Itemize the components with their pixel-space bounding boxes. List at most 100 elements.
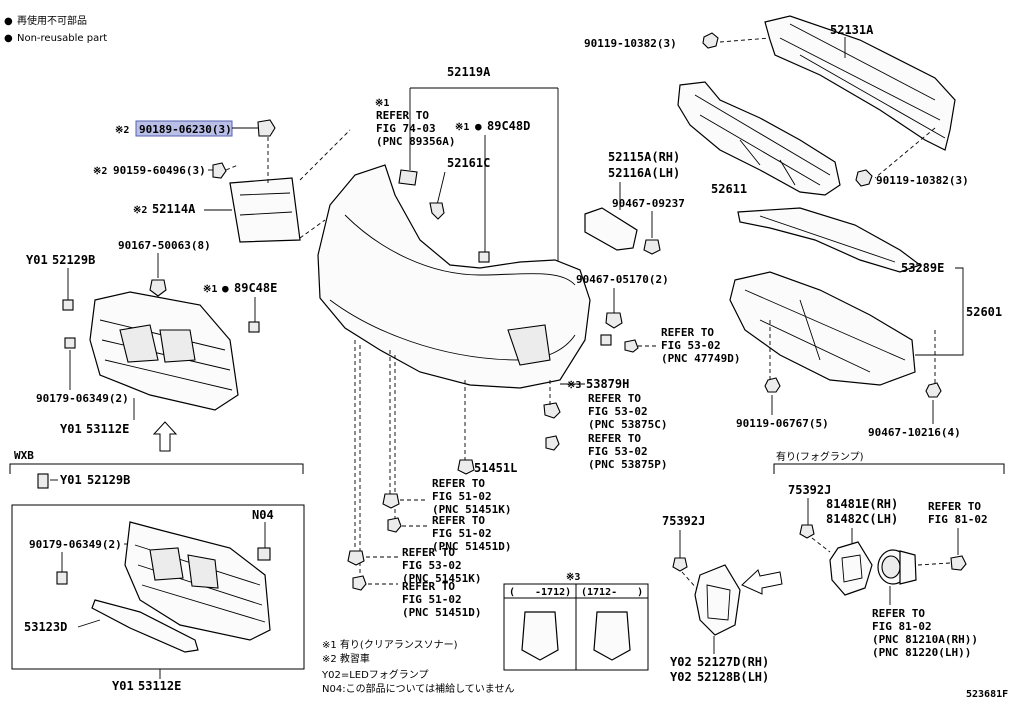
ref-53-02-a-line2[interactable]: FIG 53-02 [661,339,721,352]
part-label-52131A[interactable]: 52131A [830,23,874,37]
part-label-90119-10382-right[interactable]: 90119-10382(3) [876,174,969,187]
part-label-90119-06767[interactable]: 90119-06767(5) [736,417,829,430]
ref-51-02-b-line2[interactable]: FIG 51-02 [432,527,492,540]
wxb-bracket [9,463,304,474]
part-label-53112E-a[interactable]: 53112E [86,422,129,436]
part-label-52601[interactable]: 52601 [966,305,1002,319]
part-label-75392J-a[interactable]: 75392J [662,514,705,528]
ref-81-02-b-line4[interactable]: (PNC 81220(LH)) [872,646,971,659]
clip-icon [605,312,623,329]
ref-81-02-a-line1[interactable]: REFER TO [928,500,981,513]
clip-icon [600,334,612,346]
part-label-51451L[interactable]: 51451L [474,461,517,475]
emblem-icon [37,473,49,489]
part-label-52611[interactable]: 52611 [711,182,747,196]
ref-53-02-a-line3[interactable]: (PNC 47749D) [661,352,740,365]
fog-bezel-drawing [694,564,741,636]
part-label-90467-05170[interactable]: 90467-05170(2) [576,273,669,286]
part-label-53123D[interactable]: 53123D [24,620,67,634]
part-label-N04[interactable]: N04 [252,508,274,522]
ref-53-02-d-line1[interactable]: REFER TO [402,546,455,559]
part-label-52129B[interactable]: 52129B [52,253,95,267]
part-label-89C48D[interactable]: 89C48D [487,119,530,133]
ref-51-02-b-line3[interactable]: (PNC 51451D) [432,540,511,553]
bolt-icon [352,575,367,591]
bracket-52115A-drawing [584,207,638,251]
part-label-81481E[interactable]: 81481E(RH) [826,497,898,511]
part-label-52129B-wxb[interactable]: 52129B [87,473,130,487]
clip-icon [149,279,167,297]
license-bracket-52114A-drawing [229,177,301,243]
part-label-52115A[interactable]: 52115A(RH) [608,150,680,164]
part-label-90179-06349-a[interactable]: 90179-06349(2) [36,392,129,405]
nut-icon [212,162,227,179]
part-label-52119A[interactable]: 52119A [447,65,491,79]
clip-icon [643,239,661,255]
fog-section-label: 有り(フォグランプ) [776,450,864,463]
ref-53-02-c-line3[interactable]: (PNC 53875P) [588,458,667,471]
screw-icon [799,524,815,539]
part-label-90467-09237[interactable]: 90467-09237 [612,197,685,210]
part-label-90467-10216[interactable]: 90467-10216(4) [868,426,961,439]
part-label-53289E[interactable]: 53289E [901,261,944,275]
ref-74-03-line2[interactable]: FIG 74-03 [376,122,436,135]
part-label-89C48E[interactable]: 89C48E [234,281,277,295]
legend-japanese: 再使用不可部品 [17,14,87,27]
part-label-75392J-b[interactable]: 75392J [788,483,831,497]
undercover-52601-drawing [729,271,936,386]
part-label-52127D[interactable]: 52127D(RH) [697,655,769,669]
ref-51-02-a-line1[interactable]: REFER TO [432,477,485,490]
mark-ref-1: ※1 [375,98,389,109]
inset-left-range: ( -1712) [509,587,571,598]
ref-53-02-a-line1[interactable]: REFER TO [661,326,714,339]
ref-81-02-b-line3[interactable]: (PNC 81210A(RH)) [872,633,978,646]
ref-81-02-b-line1[interactable]: REFER TO [872,607,925,620]
ref-51-02-c-line1[interactable]: REFER TO [402,580,455,593]
part-label-90159-60496[interactable]: 90159-60496(3) [113,164,206,177]
part-label-52116A[interactable]: 52116A(LH) [608,166,680,180]
part-label-52161C[interactable]: 52161C [447,156,490,170]
footnote-3: Y02=LEDフォグランプ [321,668,429,681]
bolt-icon [764,377,781,393]
clip-icon [429,202,445,220]
ref-53-02-c-line1[interactable]: REFER TO [588,432,641,445]
arrow-left-icon [741,569,783,595]
ref-51-02-b-line1[interactable]: REFER TO [432,514,485,527]
ref-51-02-a-line2[interactable]: FIG 51-02 [432,490,492,503]
part-label-90179-06349-b[interactable]: 90179-06349(2) [29,538,122,551]
ref-53-02-b-line3[interactable]: (PNC 53875C) [588,418,667,431]
ref-53-02-d-line2[interactable]: FIG 53-02 [402,559,462,572]
ref-53-02-d-line3[interactable]: (PNC 51451K) [402,572,481,585]
legend-bullet-2: ● [4,33,13,44]
ref-53-02-b-line1[interactable]: REFER TO [588,392,641,405]
prefix-Y02-52127D: Y02 [670,655,692,669]
ref-51-02-c-line3[interactable]: (PNC 51451D) [402,606,481,619]
ref-81-02-a-line2[interactable]: FIG 81-02 [928,513,988,526]
prefix-Y02-52128B: Y02 [670,670,692,684]
dot-89C48D: ● [475,120,482,133]
highlight-90189-06230 [135,120,233,137]
ref-51-02-c-line2[interactable]: FIG 51-02 [402,593,462,606]
legend-bullet-1: ● [4,16,13,27]
sensor-icon [478,251,490,263]
bolt-icon [387,517,402,533]
part-label-53879H[interactable]: 53879H [586,377,629,391]
part-label-90189-06230[interactable]: 90189-06230(3) [139,123,232,136]
part-label-90119-10382-top[interactable]: 90119-10382(3) [584,37,677,50]
bolt-icon [702,32,719,49]
ref-53-02-b-line2[interactable]: FIG 53-02 [588,405,648,418]
mark-90189-06230: ※2 [115,125,129,136]
part-label-53112E-b[interactable]: 53112E [138,679,181,693]
ref-74-03-line3[interactable]: (PNC 89356A) [376,135,455,148]
ref-53-02-c-line2[interactable]: FIG 53-02 [588,445,648,458]
ref-74-03-line1[interactable]: REFER TO [376,109,429,122]
legend: ● 再使用不可部品 ● Non-reusable part [4,14,107,44]
footnote-2: ※2 教習車 [322,652,370,665]
part-label-52114A[interactable]: 52114A [152,202,196,216]
part-label-90167-50063[interactable]: 90167-50063(8) [118,239,211,252]
ref-51-02-a-line3[interactable]: (PNC 51451K) [432,503,511,516]
part-label-81482C[interactable]: 81482C(LH) [826,512,898,526]
ref-81-02-b-line2[interactable]: FIG 81-02 [872,620,932,633]
part-label-52128B[interactable]: 52128B(LH) [697,670,769,684]
